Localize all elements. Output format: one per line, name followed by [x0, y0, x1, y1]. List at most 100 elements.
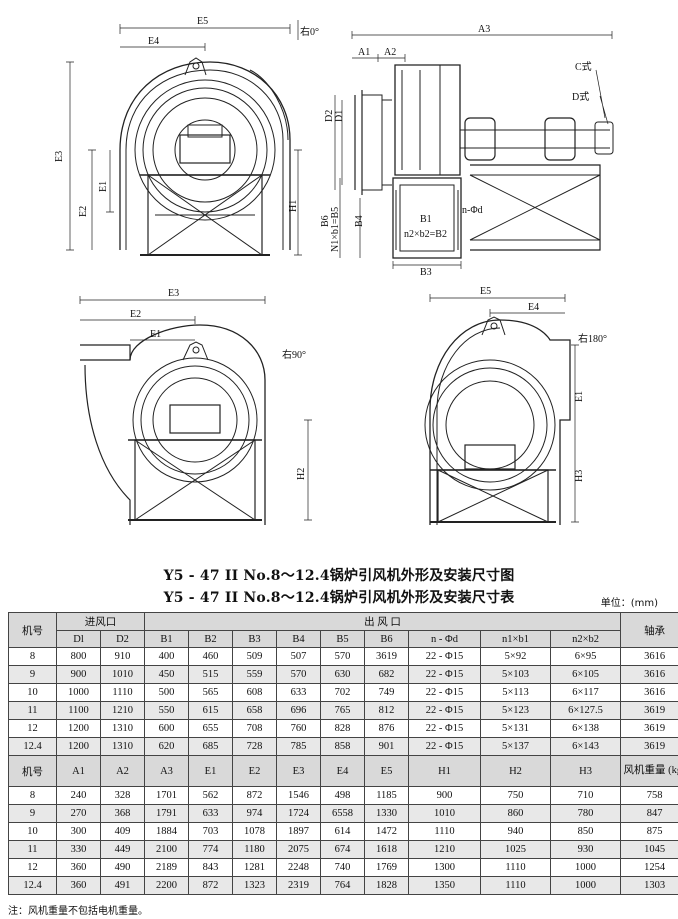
table-cell: 728	[232, 737, 277, 756]
label-bl-E2: E2	[130, 309, 141, 320]
label-nd: n-Φd	[462, 205, 483, 216]
table-cell: 696	[276, 701, 321, 720]
table-cell: 570	[320, 647, 365, 666]
table-cell: 5×131	[480, 719, 551, 738]
table-cell: 900	[56, 665, 101, 684]
table-cell: 910	[100, 647, 145, 666]
table-cell: 570	[276, 665, 321, 684]
label-bl-E3: E3	[168, 288, 179, 299]
table-cell: 1210	[408, 840, 481, 859]
label-B3: B3	[420, 267, 432, 278]
drawing-title: Y5 - 47 II No.8～12.4锅炉引风机外形及安装尺寸图	[163, 568, 515, 584]
table-cell: 330	[56, 840, 101, 859]
table-cell: 785	[276, 737, 321, 756]
table-cell: 1310	[100, 719, 145, 738]
table-cell: 449	[100, 840, 145, 859]
table-cell: 3616	[620, 647, 678, 666]
table2-header-cell: E2	[232, 755, 277, 787]
table2-header-cell: E5	[364, 755, 409, 787]
table-cell: 1281	[232, 858, 277, 877]
table-cell: 1200	[56, 737, 101, 756]
table-cell: 1025	[480, 840, 551, 859]
table-cell: 780	[549, 804, 622, 823]
table-cell: 875	[620, 822, 678, 841]
table-cell: 764	[320, 876, 365, 895]
table-cell: 9	[8, 665, 57, 684]
table-cell: 760	[276, 719, 321, 738]
table-cell: 22 - Φ15	[408, 683, 481, 702]
label-tl-E1: E1	[98, 181, 109, 192]
table2-header-weight: 风机重量 (kg)	[620, 755, 678, 787]
label-A3: A3	[478, 24, 490, 35]
table-cell: 12.4	[8, 876, 57, 895]
table2-header-cell: A3	[144, 755, 189, 787]
table-cell: 608	[232, 683, 277, 702]
table-cell: 1110	[480, 858, 551, 877]
table-cell: 5×123	[480, 701, 551, 720]
subheader-cell: B5	[320, 630, 365, 648]
header-outlet: 出 风 口	[143, 612, 622, 631]
table-title: Y5 - 47 II No.8～12.4锅炉引风机外形及安装尺寸表	[163, 590, 515, 606]
table-cell: 498	[320, 786, 365, 805]
table-cell: 758	[620, 786, 678, 805]
table-cell: 1045	[620, 840, 678, 859]
label-N1b1: N1×b1=B5	[330, 207, 341, 252]
table-cell: 1828	[364, 876, 409, 895]
table-cell: 12.4	[8, 737, 57, 756]
table2-header-cell: H1	[408, 755, 481, 787]
table-cell: 974	[232, 804, 277, 823]
table-cell: 2200	[144, 876, 189, 895]
table-cell: 2248	[276, 858, 321, 877]
table-cell: 500	[144, 683, 189, 702]
table-cell: 12	[8, 858, 57, 877]
table-cell: 450	[144, 665, 189, 684]
table2-header-cell: A2	[100, 755, 145, 787]
table-cell: 703	[188, 822, 233, 841]
table-cell: 1791	[144, 804, 189, 823]
subheader-cell: B1	[144, 630, 189, 648]
table-cell: 240	[56, 786, 101, 805]
table-cell: 633	[276, 683, 321, 702]
table-cell: 800	[56, 647, 101, 666]
table-cell: 11	[8, 840, 57, 859]
table-cell: 633	[188, 804, 233, 823]
table-cell: 1546	[276, 786, 321, 805]
table-cell: 5×92	[480, 647, 551, 666]
label-C-type: C式	[575, 60, 592, 73]
table-cell: 1300	[408, 858, 481, 877]
table-cell: 1769	[364, 858, 409, 877]
table-cell: 850	[549, 822, 622, 841]
table-cell: 3619	[620, 701, 678, 720]
table-cell: 3616	[620, 683, 678, 702]
table-cell: 22 - Φ15	[408, 719, 481, 738]
table-cell: 1254	[620, 858, 678, 877]
table-cell: 655	[188, 719, 233, 738]
table-cell: 710	[549, 786, 622, 805]
table-cell: 2319	[276, 876, 321, 895]
header-bearing: 轴承	[620, 612, 678, 648]
subheader-cell: n1×b1	[480, 630, 551, 648]
subheader-cell: n2×b2	[549, 630, 622, 648]
view-right-90	[79, 296, 312, 525]
table-cell: 708	[232, 719, 277, 738]
table-cell: 562	[188, 786, 233, 805]
label-br-E1: E1	[574, 391, 585, 402]
table-cell: 860	[480, 804, 551, 823]
table-cell: 1897	[276, 822, 321, 841]
table2-header-cell: E4	[320, 755, 365, 787]
table-cell: 1472	[364, 822, 409, 841]
table-cell: 3619	[620, 737, 678, 756]
table-cell: 1350	[408, 876, 481, 895]
table-cell: 6×143	[549, 737, 622, 756]
table-cell: 368	[100, 804, 145, 823]
table-cell: 1000	[56, 683, 101, 702]
table-cell: 614	[320, 822, 365, 841]
subheader-cell: B4	[276, 630, 321, 648]
table-cell: 409	[100, 822, 145, 841]
